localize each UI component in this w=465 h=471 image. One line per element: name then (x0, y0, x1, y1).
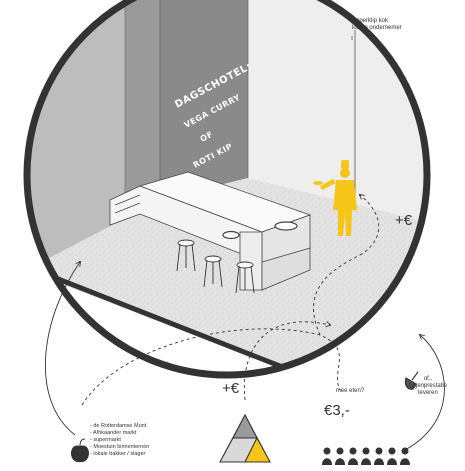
price-label: €3,- (324, 402, 350, 419)
bar-stools (176, 239, 255, 294)
cook-figure-icon (313, 160, 357, 236)
source-item: - Afrikaander markt (90, 430, 137, 436)
cook-note-line2: lokale ondernemer (352, 25, 402, 31)
flow-arrows (44, 195, 445, 451)
floor (30, 178, 427, 372)
apple-icon (71, 438, 89, 463)
kitchen-counter (109, 171, 312, 291)
service-note-line2: tegenprestatie (408, 383, 448, 389)
service-note-line1: of.. (423, 376, 433, 382)
broom-icon (404, 371, 419, 390)
source-item: - lokale bakker / slager (90, 451, 146, 457)
source-item: - Moestuin binnenterrein (90, 444, 150, 450)
cook-note-line1: Peperklip kok (352, 18, 389, 24)
service-note: of.. tegenprestatie leveren (398, 376, 458, 397)
center-wall (160, 0, 248, 200)
service-note-line3: leveren (418, 390, 438, 396)
triangle-icon (219, 413, 271, 463)
plus-euro-cook: +€ (395, 212, 413, 229)
people-icon (322, 447, 410, 465)
source-item: - de Rotterdamse Munt (90, 423, 147, 429)
source-list: - de Rotterdamse Munt - Afrikaander mark… (90, 423, 210, 458)
source-item: - supermarkt (90, 437, 121, 443)
cook-note: Peperklip kok lokale ondernemer (352, 18, 432, 32)
eat-question: mee eten? (335, 388, 365, 394)
scene-circle (23, 0, 431, 379)
plus-euro-triangle: +€ (222, 380, 240, 397)
